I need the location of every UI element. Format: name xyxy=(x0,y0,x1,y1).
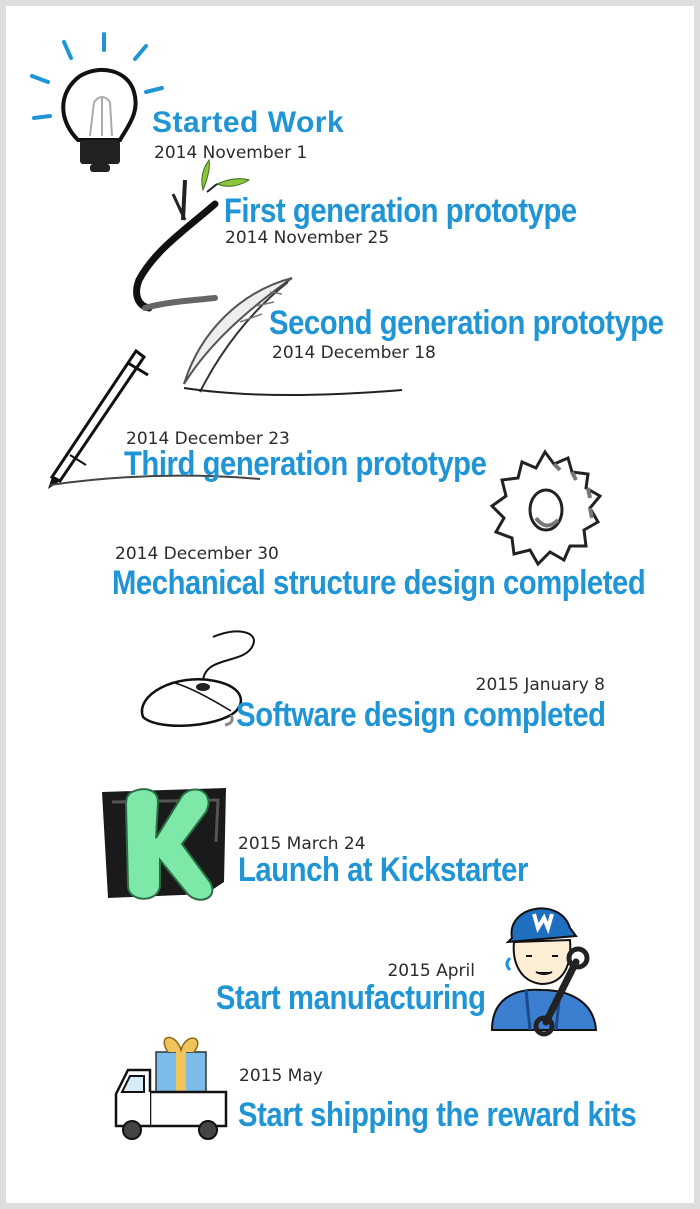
milestone-title-kickstarter: Launch at Kickstarter xyxy=(238,851,528,889)
milestone-title-third-prototype: Third generation prototype xyxy=(124,445,487,483)
milestone-title-shipping: Start shipping the reward kits xyxy=(238,1096,637,1134)
mechanic-icon xyxy=(490,907,598,1037)
twig-icon xyxy=(133,158,251,312)
milestone-date-manufacturing: 2015 April xyxy=(387,961,475,981)
milestone-title-software-design: Software design completed xyxy=(236,696,607,734)
pen-icon xyxy=(48,348,261,489)
milestone-date-software-design: 2015 January 8 xyxy=(475,675,605,695)
milestone-title-manufacturing: Start manufacturing xyxy=(216,979,486,1017)
milestone-date-second-prototype: 2014 December 18 xyxy=(272,343,436,363)
mouse-icon xyxy=(140,630,255,727)
milestone-date-started-work: 2014 November 1 xyxy=(154,143,308,163)
milestone-date-kickstarter: 2015 March 24 xyxy=(238,834,366,854)
gear-icon xyxy=(489,449,603,567)
milestone-date-first-prototype: 2014 November 25 xyxy=(225,228,390,248)
feather-icon xyxy=(183,277,403,396)
milestone-title-mechanical-design: Mechanical structure design completed xyxy=(112,564,646,602)
milestone-title-first-prototype: First generation prototype xyxy=(224,192,577,230)
lightbulb-icon xyxy=(30,32,164,172)
milestone-title-started-work: Started Work xyxy=(152,106,345,139)
delivery-truck-icon xyxy=(114,1036,228,1140)
milestone-date-shipping: 2015 May xyxy=(239,1066,323,1086)
kickstarter-logo-icon xyxy=(102,788,226,901)
milestone-date-mechanical-design: 2014 December 30 xyxy=(115,544,279,564)
milestone-date-third-prototype: 2014 December 23 xyxy=(126,429,290,449)
milestone-title-second-prototype: Second generation prototype xyxy=(269,304,664,342)
